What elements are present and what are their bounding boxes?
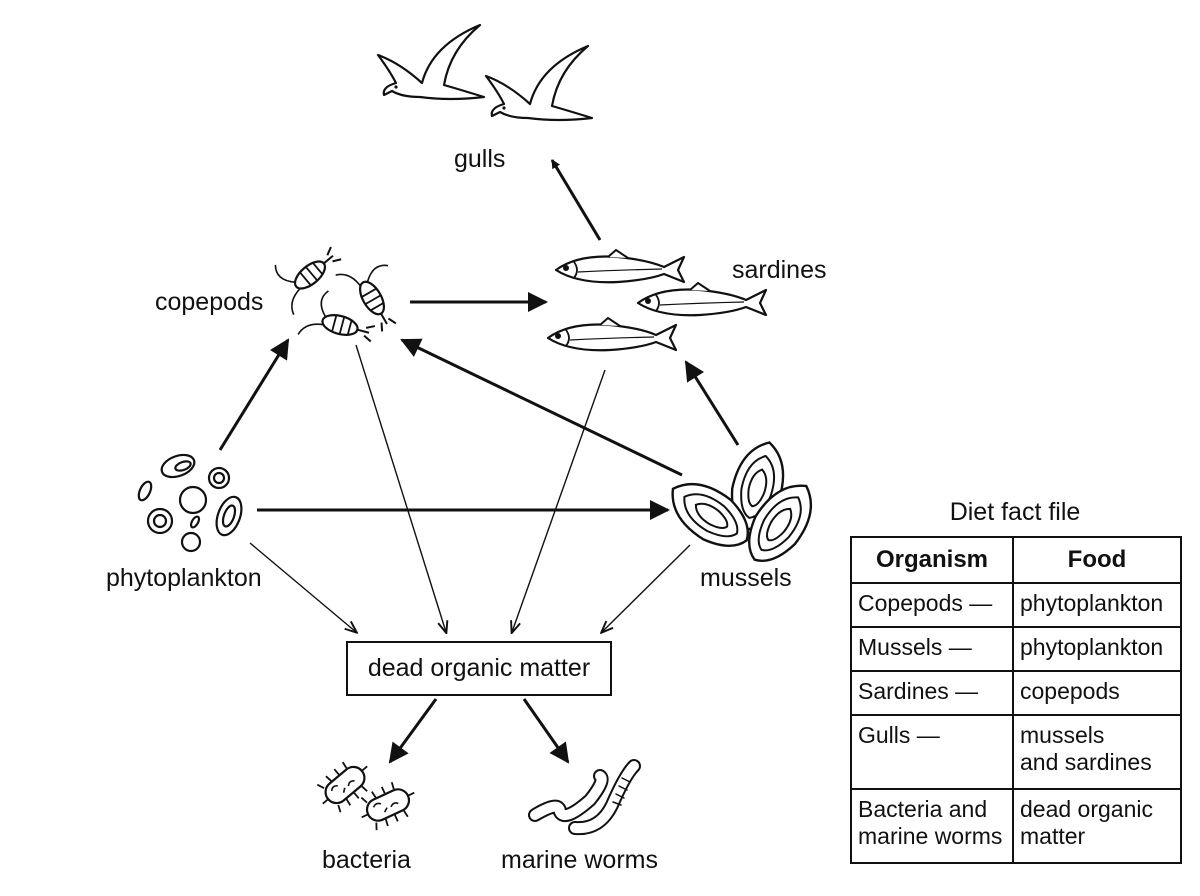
header-food: Food	[1012, 536, 1182, 584]
food-cell: copepods	[1012, 670, 1182, 716]
arrow-mussels-to-dead-matter	[602, 544, 691, 632]
diet-fact-table: Organism Food Copepods — phytoplankton M…	[850, 536, 1182, 864]
food-text: phytoplankton	[1020, 634, 1164, 660]
organism-cell: Gulls —	[850, 714, 1014, 790]
label-phytoplankton: phytoplankton	[106, 564, 262, 592]
table-row: Sardines — copepods	[850, 670, 1182, 716]
label-mussels: mussels	[700, 564, 792, 592]
organism-text: Copepods —	[858, 590, 993, 616]
arrow-phytoplankton-to-copepods	[218, 338, 290, 451]
arrow-dead-matter-to-bacteria	[388, 698, 438, 764]
food-text: and sardines	[1020, 749, 1152, 775]
organism-text: Bacteria and	[858, 796, 988, 822]
organism-text: Sardines —	[858, 678, 979, 704]
food-text: dead organic	[1020, 796, 1153, 822]
label-copepods: copepods	[155, 288, 264, 316]
organism-cell: Sardines —	[850, 670, 1014, 716]
table-row: Copepods — phytoplankton	[850, 582, 1182, 628]
table-row: Mussels — phytoplankton	[850, 626, 1182, 672]
food-cell: phytoplankton	[1012, 582, 1182, 628]
arrow-sardines-to-gulls	[550, 159, 602, 241]
food-text: copepods	[1020, 678, 1120, 704]
label-marine-worms: marine worms	[501, 846, 658, 874]
arrow-mussels-to-copepods	[400, 338, 683, 477]
organism-text: Mussels —	[858, 634, 972, 660]
label-sardines: sardines	[732, 256, 827, 284]
food-text: phytoplankton	[1020, 590, 1164, 616]
label-dead-organic-matter: dead organic matter	[367, 654, 591, 682]
phytoplankton-icon	[137, 453, 243, 553]
arrow-copepods-to-dead-matter	[355, 344, 446, 632]
food-web-arrows	[218, 159, 740, 764]
arrow-dead-matter-to-worms	[522, 698, 570, 764]
arrow-mussels-to-sardines	[684, 360, 740, 446]
label-gulls: gulls	[454, 145, 506, 173]
organism-cell: Copepods —	[850, 582, 1014, 628]
organism-text: marine worms	[858, 823, 1003, 849]
bacterium-icon	[309, 750, 424, 836]
food-cell: phytoplankton	[1012, 626, 1182, 672]
arrow-sardines-to-dead-matter	[512, 369, 606, 632]
worm-icon	[528, 759, 641, 836]
organism-text: Gulls —	[858, 722, 940, 748]
food-text: matter	[1020, 823, 1086, 849]
fact-file-title: Diet fact file	[949, 498, 1081, 526]
table-header-row: Organism Food	[850, 536, 1182, 584]
copepod-icon	[260, 229, 417, 355]
organism-cell: Mussels —	[850, 626, 1014, 672]
gull-icon	[376, 23, 594, 122]
mussel-icon	[657, 435, 828, 575]
arrow-phytoplankton-to-dead-matter	[249, 542, 356, 632]
header-organism: Organism	[850, 536, 1014, 584]
label-bacteria: bacteria	[322, 846, 411, 874]
dead-organic-matter-box: dead organic matter	[346, 641, 612, 696]
food-text: mussels	[1020, 722, 1105, 748]
